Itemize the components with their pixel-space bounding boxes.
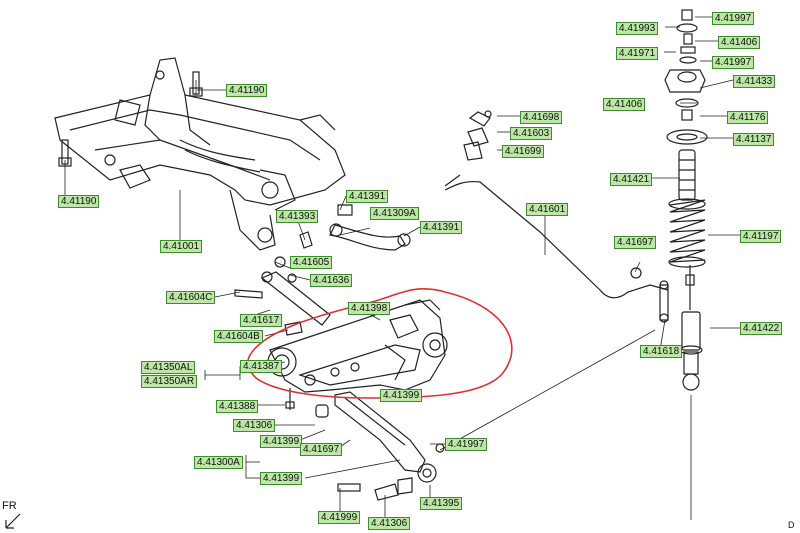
part-label-41997-top: 4.41997: [712, 12, 755, 25]
part-label-41406-mid: 4.41406: [603, 98, 646, 111]
part-label-41997-b: 4.41997: [445, 438, 488, 451]
part-label-41971: 4.41971: [616, 47, 659, 60]
part-label-41393: 4.41393: [276, 210, 319, 223]
part-label-41137: 4.41137: [733, 133, 775, 146]
part-label-41306-a: 4.41306: [233, 419, 276, 432]
part-label-41433: 4.41433: [733, 75, 776, 88]
part-label-41388: 4.41388: [216, 400, 259, 413]
part-label-41993: 4.41993: [616, 22, 659, 35]
part-label-41999: 4.41999: [318, 511, 361, 524]
part-label-41601: 4.41601: [526, 203, 569, 216]
part-label-41997-mid: 4.41997: [712, 56, 755, 69]
front-arrow-icon: [5, 513, 21, 529]
part-label-41001: 4.41001: [160, 240, 203, 253]
part-label-41697-c: 4.41697: [300, 443, 343, 456]
part-label-41636: 4.41636: [310, 274, 353, 287]
part-label-41421: 4.41421: [610, 173, 653, 186]
part-label-41399-a: 4.41399: [260, 435, 303, 448]
part-label-41604b: 4.41604B: [214, 330, 263, 343]
part-label-41395: 4.41395: [420, 497, 463, 510]
part-label-41190-a: 4.41190: [226, 84, 268, 97]
fr-label: FR: [2, 500, 17, 512]
part-label-41300a: 4.41300A: [194, 456, 243, 469]
part-label-41398: 4.41398: [348, 302, 391, 315]
part-label-41197: 4.41197: [740, 230, 782, 243]
part-label-41618: 4.41618: [640, 345, 683, 358]
part-label-41406-top: 4.41406: [718, 36, 761, 49]
part-label-41309a: 4.41309A: [370, 207, 419, 220]
part-label-41604c: 4.41604C: [166, 291, 216, 304]
part-label-41387: 4.41387: [240, 360, 283, 373]
part-label-41391-b: 4.41391: [420, 221, 463, 234]
part-label-41603: 4.41603: [510, 127, 553, 140]
part-label-41391-a: 4.41391: [346, 190, 389, 203]
part-label-41399-b: 4.41399: [260, 472, 303, 485]
part-label-41190-b: 4.41190: [58, 195, 100, 208]
part-label-41306-b: 4.41306: [368, 517, 411, 530]
part-label-41422: 4.41422: [740, 322, 783, 335]
corner-mark: D: [788, 520, 795, 530]
part-label-41350ar: 4.41350AR: [141, 375, 198, 388]
part-label-41697-r: 4.41697: [614, 236, 657, 249]
part-label-41350al: 4.41350AL: [141, 361, 196, 374]
subframe-drawing: [54, 57, 346, 251]
part-label-41617: 4.41617: [240, 314, 283, 327]
part-label-41699: 4.41699: [502, 145, 545, 158]
part-label-41399-mid: 4.41399: [380, 389, 423, 402]
part-label-41698: 4.41698: [520, 111, 563, 124]
part-label-41605: 4.41605: [290, 256, 333, 269]
part-label-41176: 4.41176: [727, 111, 769, 124]
